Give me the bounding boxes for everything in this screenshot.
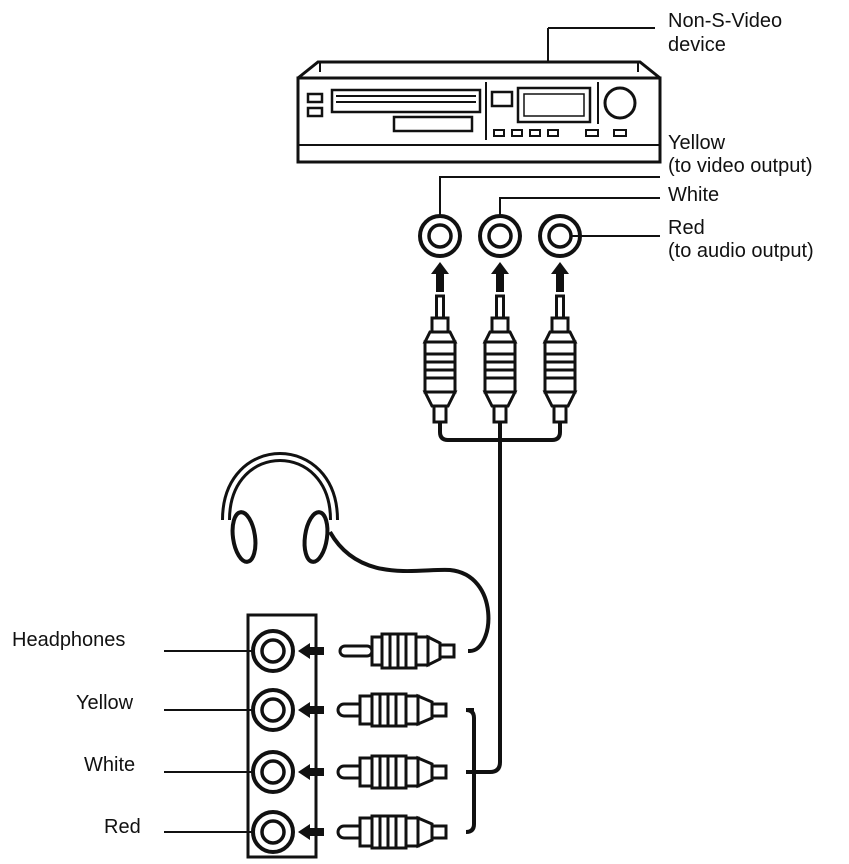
white-output-label: White xyxy=(668,184,720,206)
white-output-jack xyxy=(478,214,522,258)
red-input-label: Red xyxy=(104,816,141,838)
headphones-input-label: Headphones xyxy=(12,629,126,651)
device-label-line2: device xyxy=(668,34,726,56)
yellow-output-jack xyxy=(418,214,462,258)
red-rca-plug xyxy=(336,814,448,850)
red-input-jack xyxy=(251,810,295,854)
up-arrow-icon xyxy=(551,262,569,292)
white-rca-plug xyxy=(483,294,517,424)
white-input-label: White xyxy=(84,754,136,776)
headphones-input-jack xyxy=(251,629,295,673)
yellow-rca-plug xyxy=(336,692,448,728)
vcr-device xyxy=(296,60,662,164)
white-input-jack xyxy=(251,750,295,794)
av-cable xyxy=(438,422,562,834)
red-rca-plug xyxy=(543,294,577,424)
yellow-input-jack xyxy=(251,688,295,732)
yellow-output-sublabel: (to video output) xyxy=(668,155,813,177)
output-leader-lines xyxy=(439,176,660,237)
white-rca-plug xyxy=(336,754,448,790)
yellow-rca-plug xyxy=(423,294,457,424)
headphones-icon xyxy=(221,452,491,653)
headphone-plug xyxy=(338,632,456,670)
up-arrow-icon xyxy=(491,262,509,292)
device-label-line1: Non-S-Video xyxy=(668,10,783,32)
red-output-label: Red xyxy=(668,217,705,239)
up-arrow-icon xyxy=(431,262,449,292)
red-output-sublabel: (to audio output) xyxy=(668,240,814,262)
input-leader-lines xyxy=(164,650,253,833)
yellow-input-label: Yellow xyxy=(76,692,134,714)
yellow-output-label: Yellow xyxy=(668,132,726,154)
